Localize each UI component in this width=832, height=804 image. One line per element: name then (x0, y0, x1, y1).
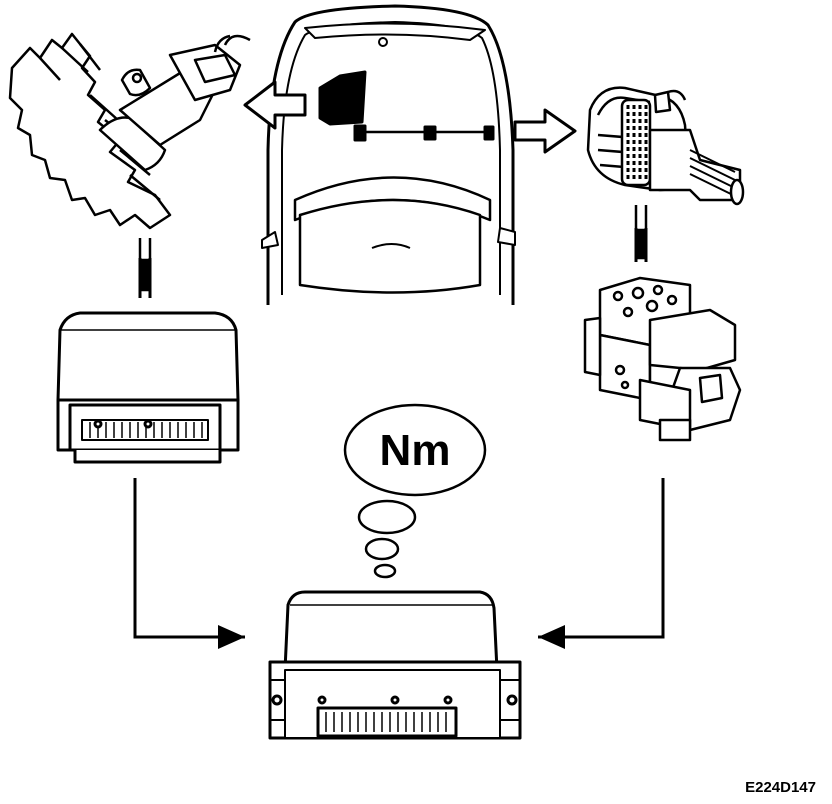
torque-label: Nm (380, 426, 451, 475)
left-arrow (243, 80, 307, 130)
figure-code: E224D147 (745, 779, 816, 796)
left-signal-arrow (133, 478, 245, 649)
thought-bubble (343, 403, 487, 579)
right-arrow (513, 108, 577, 154)
crank-sensor-illustration (8, 32, 251, 298)
abs-hydraulic-unit (583, 276, 742, 442)
car-top-view (261, 4, 516, 305)
wheel-speed-sensor-illustration (586, 86, 745, 262)
engine-control-module (56, 311, 240, 464)
right-signal-arrow (538, 478, 665, 649)
transmission-control-module (268, 590, 522, 740)
